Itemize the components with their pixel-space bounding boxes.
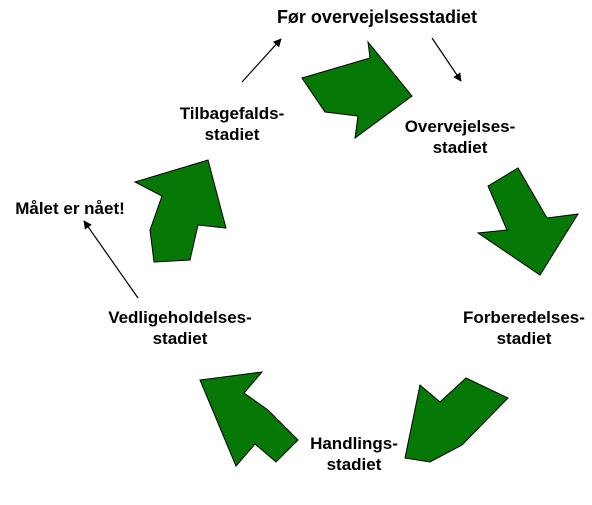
label-exit: Målet er nået! (15, 199, 125, 218)
cycle-arrow-action-to-maintenance (199, 371, 299, 467)
label-relapse-line1: Tilbagefalds- (180, 104, 285, 123)
label-contemplation-line1: Overvejelses- (405, 117, 516, 136)
label-action-line2: stadiet (327, 455, 382, 474)
thin-arrows (83, 37, 462, 299)
label-maintenance-line2: stadiet (153, 329, 208, 348)
cycle-arrow-contemplation-to-preparation (476, 167, 579, 276)
label-preparation-line1: Forberedelses- (463, 308, 585, 327)
cycle-arrows (133, 40, 579, 467)
stage-labels: Før overvejelsesstadiet Overvejelses- st… (15, 7, 585, 474)
label-maintenance-line1: Vedligeholdelses- (108, 308, 252, 327)
cycle-arrow-preparation-to-action (404, 377, 509, 463)
cycle-arrow-relapse-to-contemplation (301, 40, 413, 140)
label-preparation-line2: stadiet (497, 329, 552, 348)
label-contemplation-line2: stadiet (433, 138, 488, 157)
arrow-relapse-to-precontemplation (241, 38, 282, 83)
label-relapse-line2: stadiet (205, 125, 260, 144)
label-action-line1: Handlings- (310, 434, 398, 453)
arrow-precontemplation-to-contemplation (431, 37, 462, 82)
cycle-arrow-maintenance-to-relapse (133, 159, 227, 263)
arrow-maintenance-to-exit (83, 220, 139, 299)
label-precontemplation: Før overvejelsesstadiet (277, 7, 477, 27)
